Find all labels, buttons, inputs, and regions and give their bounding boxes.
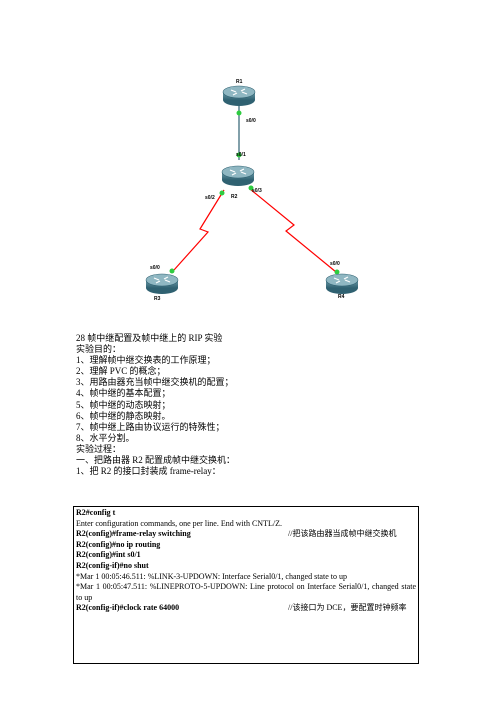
objective-item: 4、帧中继的基本配置； bbox=[76, 388, 171, 399]
objective-heading: 实验目的： bbox=[76, 344, 122, 355]
command-line: R2#config t bbox=[76, 508, 416, 519]
router-r1-icon[interactable] bbox=[222, 85, 256, 106]
router-label-r3: R3 bbox=[154, 296, 161, 302]
command-text: R2(config-if)#clock rate 64000 bbox=[76, 603, 180, 613]
command-text: R2(config)#frame-relay switching bbox=[76, 529, 191, 539]
objective-item: 6、帧中继的静态映射。 bbox=[76, 410, 171, 421]
port-dot-r2-s01 bbox=[236, 152, 242, 158]
port-label-r2-s01: s0/1 bbox=[236, 152, 246, 158]
objective-item: 8、水平分割。 bbox=[76, 432, 135, 443]
command-line: R2(config)#frame-relay switching //把该路由器… bbox=[76, 529, 416, 540]
objective-item: 1、理解帧中继交换表的工作原理； bbox=[76, 355, 216, 366]
router-r3-icon[interactable] bbox=[145, 273, 179, 294]
port-dot-r4-s00 bbox=[334, 269, 340, 275]
command-line: R2(config)#no ip routing bbox=[76, 540, 416, 551]
router-label-r2: R2 bbox=[231, 194, 238, 200]
step-heading: 一、把路由器 R2 配置成帧中继交换机： bbox=[76, 455, 236, 466]
port-dot-r2-s03 bbox=[248, 185, 254, 191]
command-line: R2(config-if)#clock rate 64000 //该接口为 DC… bbox=[76, 603, 416, 614]
link-r2-r4-serial bbox=[249, 188, 337, 273]
port-dot-r1-s00 bbox=[236, 110, 242, 116]
objective-item: 3、用路由器充当帧中继交换机的配置； bbox=[76, 377, 234, 388]
port-label-r2-s02: s0/2 bbox=[205, 195, 215, 201]
command-text: *Mar 1 00:05:47.511: %LINEPROTO-5-UPDOWN… bbox=[76, 582, 416, 602]
document-text: 28 帧中继配置及帧中继上的 RIP 实验 实验目的： 1、理解帧中继交换表的工… bbox=[76, 333, 416, 477]
command-output-box: R2#config t Enter configuration commands… bbox=[73, 506, 419, 664]
command-text: R2#config t bbox=[76, 508, 116, 517]
process-heading: 实验过程： bbox=[76, 443, 122, 454]
command-text: R2(config)#int s0/1 bbox=[76, 550, 141, 560]
command-line: Enter configuration commands, one per li… bbox=[76, 519, 416, 530]
command-line: *Mar 1 00:05:46.511: %LINK-3-UPDOWN: Int… bbox=[76, 572, 416, 583]
command-line: R2(config-if)#no shut bbox=[76, 561, 416, 572]
port-label-r3-s00: s0/0 bbox=[150, 265, 160, 271]
port-label-r1-s00: s0/0 bbox=[246, 118, 256, 124]
command-comment: //该接口为 DCE，要配置时钟频率 bbox=[288, 603, 407, 613]
link-r2-r3-serial bbox=[173, 189, 225, 271]
command-text: *Mar 1 00:05:46.511: %LINK-3-UPDOWN: Int… bbox=[76, 571, 347, 581]
command-text: R2(config-if)#no shut bbox=[76, 560, 149, 570]
router-label-r1: R1 bbox=[236, 79, 243, 85]
command-line: R2(config)#int s0/1 bbox=[76, 550, 416, 561]
objective-item: 7、帧中继上路由协议运行的特殊性； bbox=[76, 421, 225, 432]
router-r4-icon[interactable] bbox=[325, 273, 359, 294]
substep-heading: 1、把 R2 的接口封装成 frame-relay： bbox=[76, 466, 221, 477]
network-topology-diagram: R1 R2 R3 R4 s0/0 s0/1 s0/2 s0/3 s0/0 s0/… bbox=[145, 79, 359, 302]
command-line: *Mar 1 00:05:47.511: %LINEPROTO-5-UPDOWN… bbox=[76, 582, 416, 603]
command-comment: //把该路由器当成帧中继交换机 bbox=[288, 529, 397, 539]
port-dot-r2-s02 bbox=[219, 190, 225, 196]
router-r2-icon[interactable] bbox=[221, 165, 255, 186]
command-text: Enter configuration commands, one per li… bbox=[76, 518, 282, 528]
port-label-r2-s03: s0/3 bbox=[252, 188, 262, 194]
document-title: 28 帧中继配置及帧中继上的 RIP 实验 bbox=[76, 333, 223, 343]
objective-item: 5、帧中继的动态映射； bbox=[76, 399, 171, 410]
router-label-r4: R4 bbox=[338, 294, 345, 300]
objective-item: 2、理解 PVC 的概念； bbox=[76, 366, 166, 377]
command-text: R2(config)#no ip routing bbox=[76, 539, 161, 549]
port-label-r4-s00: s0/0 bbox=[330, 261, 340, 267]
port-dot-r3-s00 bbox=[169, 268, 175, 274]
